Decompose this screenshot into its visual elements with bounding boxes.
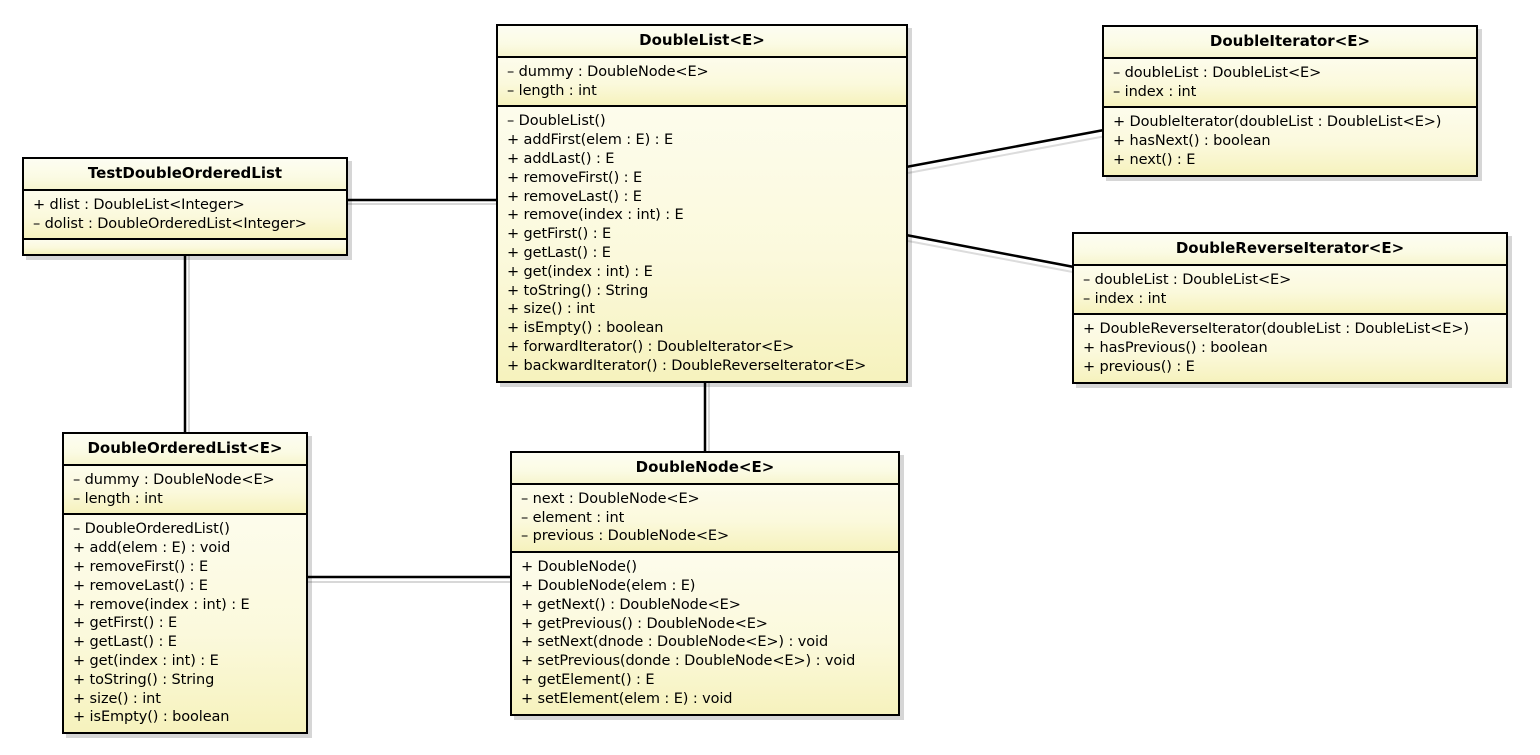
class-operation: + DoubleReverseIterator(doubleList : Dou…: [1083, 321, 1469, 338]
class-operation: + DoubleNode(elem : E): [521, 577, 696, 594]
class-operation: + get(index : int) : E: [73, 652, 219, 669]
class-title-DoubleNode: DoubleNode<E>: [512, 453, 898, 485]
class-operation: + remove(index : int) : E: [507, 207, 684, 224]
class-operation: + add(elem : E) : void: [73, 540, 231, 557]
class-attributes-DoubleIterator: – doubleList : DoubleList<E> – index : in…: [1104, 58, 1476, 107]
class-operation: + removeFirst() : E: [507, 169, 643, 186]
class-operation: + get(index : int) : E: [507, 263, 653, 280]
class-operation: + addFirst(elem : E) : E: [507, 132, 674, 149]
class-operation: + isEmpty() : boolean: [507, 320, 664, 337]
class-attributes-DoubleOrderedList: – dummy : DoubleNode<E> – length : int: [64, 465, 306, 514]
class-attribute: – element : int: [521, 509, 625, 526]
class-operation: + hasNext() : boolean: [1113, 133, 1271, 150]
class-attribute: – previous : DoubleNode<E>: [521, 528, 730, 545]
class-attributes-DoubleList: – dummy : DoubleNode<E> – length : int: [498, 57, 906, 106]
connector-doublelist-to-iterator[interactable]: [905, 128, 1105, 169]
class-attribute: – dummy : DoubleNode<E>: [73, 471, 275, 488]
class-operations-DoubleReverseIterator: + DoubleReverseIterator(doubleList : Dou…: [1074, 313, 1506, 382]
class-title-TestDoubleOrderedList: TestDoubleOrderedList: [24, 159, 346, 191]
uml-class-DoubleOrderedList[interactable]: DoubleOrderedList<E>– dummy : DoubleNode…: [62, 432, 308, 735]
class-operation: + size() : int: [507, 301, 595, 318]
class-attributes-DoubleReverseIterator: – doubleList : DoubleList<E> – index : in…: [1074, 265, 1506, 314]
class-attribute: – doubleList : DoubleList<E>: [1083, 271, 1292, 288]
class-attribute: – doubleList : DoubleList<E>: [1113, 64, 1322, 81]
class-operation: + removeFirst() : E: [73, 558, 209, 575]
class-title-DoubleReverseIterator: DoubleReverseIterator<E>: [1074, 234, 1506, 266]
class-operation: + getPrevious() : DoubleNode<E>: [521, 615, 768, 632]
class-operation: + remove(index : int) : E: [73, 596, 250, 613]
class-operation: + getElement() : E: [521, 671, 655, 688]
class-attribute: – length : int: [73, 490, 163, 507]
class-title-DoubleIterator: DoubleIterator<E>: [1104, 27, 1476, 59]
class-operation: – DoubleOrderedList(): [73, 521, 230, 538]
class-operation: + previous() : E: [1083, 358, 1195, 375]
class-attribute: – length : int: [507, 82, 597, 99]
class-operation: + removeLast() : E: [73, 577, 208, 594]
connector-shadow-doublelist-to-reverse: [907, 240, 1079, 274]
class-operation: + setNext(dnode : DoubleNode<E>) : void: [521, 634, 829, 651]
uml-class-DoubleIterator[interactable]: DoubleIterator<E>– doubleList : DoubleLi…: [1102, 25, 1478, 177]
class-attribute: – dolist : DoubleOrderedList<Integer>: [33, 215, 307, 232]
class-operation: – DoubleList(): [507, 113, 606, 130]
connector-shadow-doublelist-to-iterator: [907, 135, 1107, 174]
class-operation: + addLast() : E: [507, 150, 615, 167]
class-operations-DoubleNode: + DoubleNode()+ DoubleNode(elem : E) + ge…: [512, 551, 898, 714]
class-attribute: – index : int: [1083, 290, 1167, 307]
class-attribute: – next : DoubleNode<E>: [521, 490, 700, 507]
class-operation: + backwardIterator() : DoubleReverseIter…: [507, 357, 867, 374]
class-attributes-DoubleNode: – next : DoubleNode<E> – element : int – p…: [512, 484, 898, 552]
class-operation: + removeLast() : E: [507, 188, 642, 205]
class-operation: + setPrevious(donde : DoubleNode<E>) : v…: [521, 653, 856, 670]
class-operation: + toString() : String: [73, 671, 215, 688]
uml-class-DoubleList[interactable]: DoubleList<E> – dummy : DoubleNode<E> – le…: [496, 24, 908, 383]
class-operation: + getNext() : DoubleNode<E>: [521, 596, 741, 613]
class-operation: + getLast() : E: [507, 244, 611, 261]
class-title-DoubleList: DoubleList<E>: [498, 26, 906, 58]
uml-class-DoubleNode[interactable]: DoubleNode<E> – next : DoubleNode<E> – ele…: [510, 451, 900, 716]
class-title-DoubleOrderedList: DoubleOrderedList<E>: [64, 434, 306, 466]
class-operation: + setElement(elem : E) : void: [521, 690, 733, 707]
uml-class-TestDoubleOrderedList[interactable]: TestDoubleOrderedList+ dlist : DoubleLis…: [22, 157, 348, 257]
class-attributes-TestDoubleOrderedList: + dlist : DoubleList<Integer> – dolist : …: [24, 190, 346, 239]
class-operation: + getFirst() : E: [73, 615, 178, 632]
class-operation: + DoubleNode(): [521, 559, 637, 576]
class-operation: + getLast() : E: [73, 634, 177, 651]
class-operations-DoubleIterator: + DoubleIterator(doubleList : DoubleList…: [1104, 106, 1476, 175]
class-operation: + forwardIterator() : DoubleIterator<E>: [507, 338, 795, 355]
class-operations-TestDoubleOrderedList: [24, 238, 346, 255]
class-operation: + toString() : String: [507, 282, 649, 299]
class-operations-DoubleOrderedList: – DoubleOrderedList() + add(elem : E) : v…: [64, 513, 306, 733]
class-operation: + DoubleIterator(doubleList : DoubleList…: [1113, 114, 1442, 131]
connector-doublelist-to-reverse[interactable]: [905, 233, 1075, 269]
class-attribute: + dlist : DoubleList<Integer>: [33, 196, 245, 213]
class-operation: + size() : int: [73, 690, 161, 707]
class-attribute: – index : int: [1113, 83, 1197, 100]
class-operation: + hasPrevious() : boolean: [1083, 340, 1268, 357]
uml-class-DoubleReverseIterator[interactable]: DoubleReverseIterator<E>– doubleList : D…: [1072, 232, 1508, 384]
class-attribute: – dummy : DoubleNode<E>: [507, 63, 709, 80]
class-operations-DoubleList: – DoubleList()+ addFirst(elem : E) : E+ …: [498, 105, 906, 381]
class-operation: + isEmpty() : boolean: [73, 709, 230, 726]
class-operation: + getFirst() : E: [507, 226, 612, 243]
class-operation: + next() : E: [1113, 151, 1196, 168]
